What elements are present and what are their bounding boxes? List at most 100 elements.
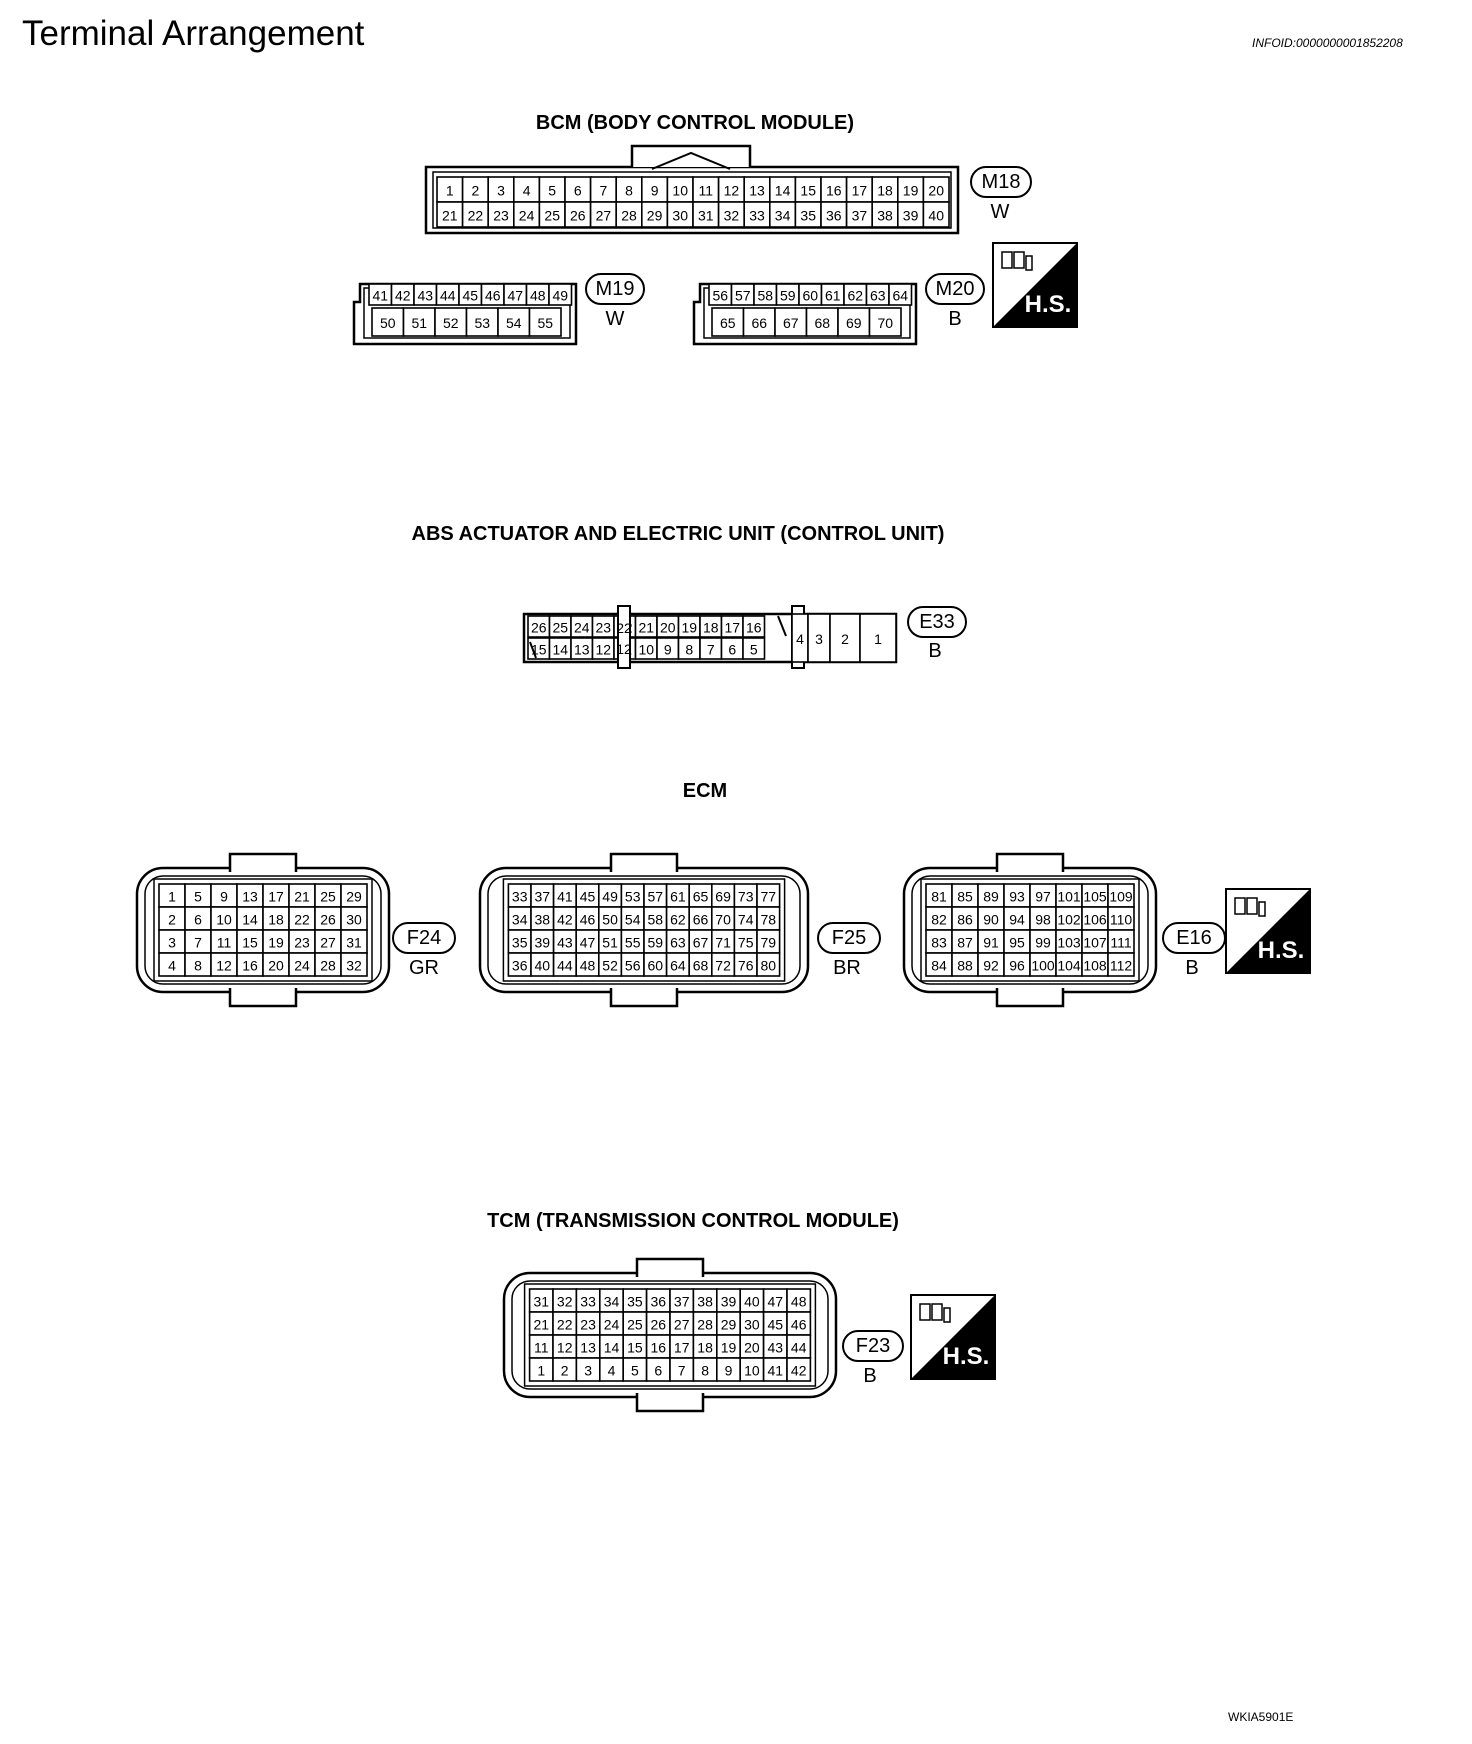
connector-pin: 71 [711, 929, 736, 954]
pin-number: 9 [664, 642, 672, 658]
connector-pin: 37 [530, 883, 555, 908]
connector-pin: 76 [733, 952, 758, 977]
pin-number: 96 [1009, 958, 1025, 974]
pin-number: 4 [796, 631, 804, 647]
pin-number: 44 [791, 1340, 807, 1356]
connector-pin: 44 [552, 952, 577, 977]
pin-number: 83 [931, 935, 947, 951]
connector-pin: 13 [236, 883, 264, 908]
pin-number: 1 [874, 631, 882, 647]
pin-number: 82 [931, 912, 947, 928]
connector-pin: 1 [859, 613, 897, 663]
pin-number: 53 [625, 889, 641, 905]
m19-color-label: W [605, 308, 625, 330]
pin-number: 59 [648, 935, 664, 951]
connector-pin: 1 [158, 883, 186, 908]
pin-number: 2 [168, 912, 176, 928]
connector-pin: 90 [977, 906, 1005, 931]
pin-number: 6 [194, 912, 202, 928]
connector-pin: 74 [733, 906, 758, 931]
connector-pin: 35 [622, 1288, 648, 1313]
pin-number: 17 [724, 620, 740, 636]
connector-pin: 28 [692, 1311, 718, 1336]
pin-number: 50 [602, 912, 618, 928]
pin-number: 34 [512, 912, 528, 928]
connector-pin: 16 [820, 176, 848, 203]
svg-text:12: 12 [616, 641, 632, 657]
connector-pin: 100 [1029, 952, 1057, 977]
pin-number: 65 [693, 889, 709, 905]
connector-pin: 92 [977, 952, 1005, 977]
connector-pin: 47 [762, 1288, 788, 1313]
pin-number: 24 [604, 1317, 620, 1333]
pin-number: 1 [168, 889, 176, 905]
hs-label: H.S. [1025, 291, 1072, 318]
pin-number: 35 [627, 1294, 643, 1310]
pin-number: 51 [411, 315, 427, 331]
connector-pin: 19 [262, 929, 290, 954]
connector-pin: 4 [158, 952, 186, 977]
connector-pin: 93 [1003, 883, 1031, 908]
connector-pin: 33 [575, 1288, 601, 1313]
pin-number: 39 [721, 1294, 737, 1310]
connector-pin: 32 [717, 201, 746, 228]
connector-pin: 82 [925, 906, 953, 931]
pin-number: 93 [1009, 889, 1025, 905]
pin-number: 84 [931, 958, 947, 974]
pin-number: 2 [841, 631, 849, 647]
connector-pin: 84 [925, 952, 953, 977]
pin-number: 71 [715, 935, 731, 951]
connector-pin: 10 [210, 906, 238, 931]
connector-pin: 25 [548, 615, 572, 638]
connector-pin: 24 [513, 201, 541, 228]
pin-number: 106 [1083, 912, 1107, 928]
pin-number: 7 [678, 1363, 686, 1379]
pin-number: 77 [761, 889, 777, 905]
pin-number: 10 [216, 912, 232, 928]
connector-pin: 102 [1055, 906, 1083, 931]
pin-number: 74 [738, 912, 754, 928]
pin-number: 43 [557, 935, 573, 951]
connector-pin: 2 [552, 1357, 578, 1382]
pin-number: 99 [1035, 935, 1051, 951]
figure-code: WKIA5901E [1228, 1710, 1294, 1724]
pin-number: 55 [537, 315, 553, 331]
hs-label: H.S. [1258, 937, 1305, 964]
pin-number: 11 [217, 935, 232, 951]
pin-number: 53 [474, 315, 490, 331]
pin-number: 35 [512, 935, 528, 951]
connector-pin: 70 [868, 307, 902, 337]
connector-pin: 16 [645, 1334, 671, 1359]
m20-code-badge: M20 [925, 273, 985, 305]
connector-pin: 52 [598, 952, 623, 977]
pin-number: 9 [651, 183, 659, 199]
pin-number: 57 [648, 889, 664, 905]
pin-number: 27 [596, 208, 612, 224]
pin-number: 31 [346, 935, 362, 951]
pin-number: 27 [674, 1317, 690, 1333]
connector-pin: 47 [575, 929, 600, 954]
pin-number: 6 [654, 1363, 662, 1379]
pin-number: 30 [744, 1317, 760, 1333]
connector-pin: 64 [665, 952, 691, 977]
connector-pin: 7 [589, 176, 618, 203]
connector-pin: 55 [620, 929, 645, 954]
connector-pin: 28 [615, 201, 643, 228]
pin-number: 15 [627, 1340, 643, 1356]
m19-code-badge: M19 [585, 273, 645, 305]
connector-pin: 31 [528, 1288, 554, 1313]
connector-pin: 63 [665, 929, 691, 954]
pin-number: 54 [625, 912, 641, 928]
pin-number: 5 [194, 889, 202, 905]
pin-number: 51 [602, 935, 618, 951]
connector-pin: 27 [669, 1311, 695, 1336]
pin-number: 21 [638, 620, 654, 636]
connector-pin: 29 [340, 883, 368, 908]
connector-pin: 30 [340, 906, 368, 931]
pin-number: 26 [570, 208, 586, 224]
connector-pin: 25 [622, 1311, 648, 1336]
connector-pin: 57 [730, 283, 755, 306]
pin-number: 87 [957, 935, 973, 951]
pin-number: 19 [721, 1340, 737, 1356]
